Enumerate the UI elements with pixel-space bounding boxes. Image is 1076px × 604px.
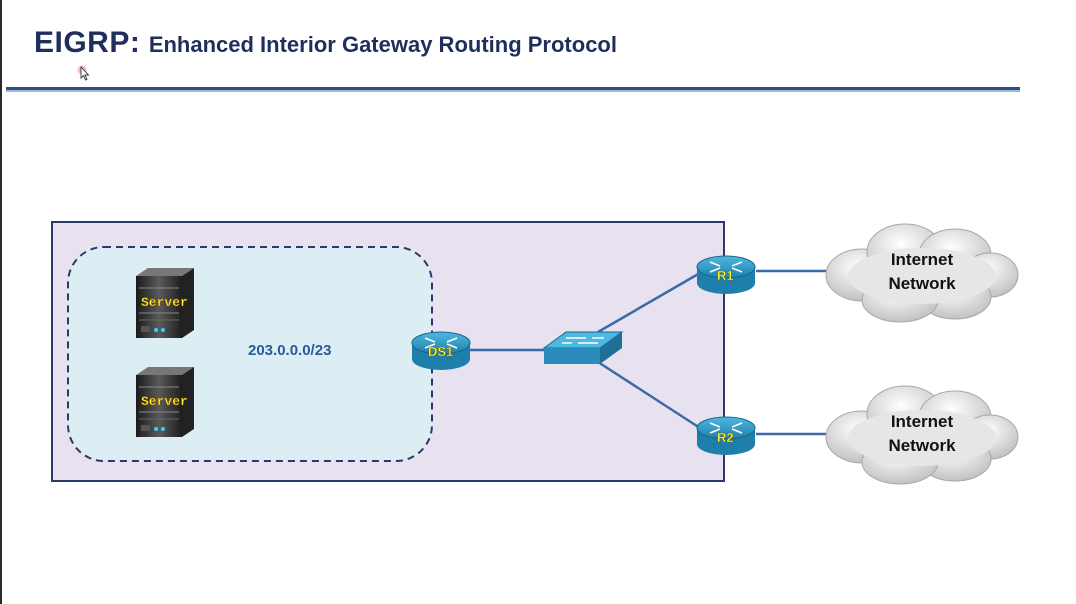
subnet-label: 203.0.0.0/23 <box>248 342 331 359</box>
server-1: Server <box>136 268 194 338</box>
router-r2: R2 <box>696 416 756 455</box>
router-ds1-label: DS1 <box>428 344 453 359</box>
internet-cloud-2: Internet Network <box>825 385 1019 485</box>
switch <box>542 331 624 364</box>
title-underline <box>6 87 1020 92</box>
internet-cloud-1: Internet Network <box>825 223 1019 323</box>
server-2: Server <box>136 367 194 437</box>
server-2-label: Server <box>141 394 188 409</box>
router-ds1: DS1 <box>411 331 471 370</box>
cloud-2-line2: Network <box>888 436 956 455</box>
link-switch-r2 <box>597 360 701 430</box>
page-title: EIGRP: Enhanced Interior Gateway Routing… <box>34 26 617 60</box>
network-links <box>470 269 828 436</box>
title-abbreviation: EIGRP: <box>34 26 141 59</box>
cloud-1-line1: Internet <box>891 250 954 269</box>
router-r1-label: R1 <box>717 268 734 283</box>
server-1-label: Server <box>141 295 188 310</box>
window-left-edge <box>0 0 2 604</box>
router-r2-label: R2 <box>717 430 734 445</box>
title-full-name: Enhanced Interior Gateway Routing Protoc… <box>148 32 617 57</box>
cloud-1-line2: Network <box>888 274 956 293</box>
mouse-pointer-icon <box>77 65 90 81</box>
router-r1: R1 <box>696 255 756 294</box>
link-switch-r1 <box>597 271 701 334</box>
cloud-2-line1: Internet <box>891 412 954 431</box>
